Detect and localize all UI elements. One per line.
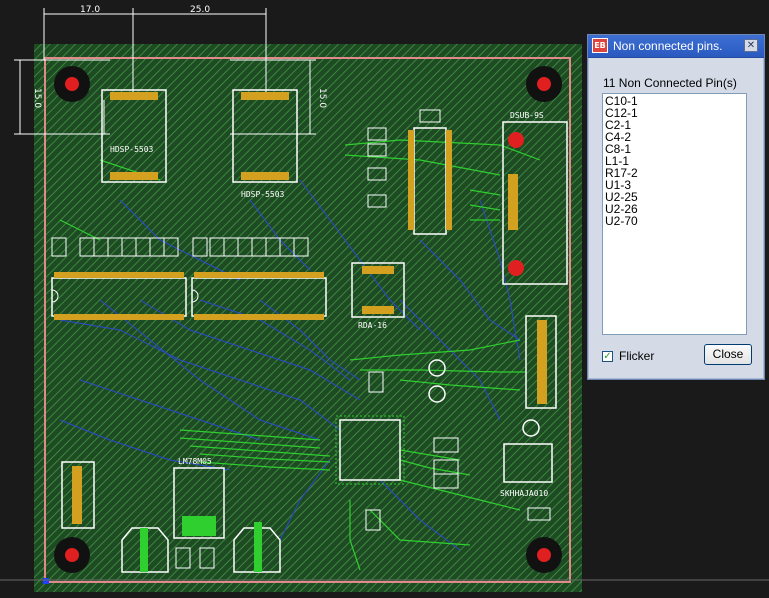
board-outline: [44, 57, 571, 583]
tactile-switch: [503, 443, 553, 483]
pin-list-item[interactable]: C12-1: [605, 106, 638, 120]
checkbox-check-icon[interactable]: ✓: [602, 350, 613, 362]
display-left: [101, 89, 167, 183]
label-hdsp-left: HDSP-5503: [110, 145, 154, 154]
blue-traces: [59, 179, 521, 551]
dialog-titlebar[interactable]: EB Non connected pins. ✕: [588, 35, 764, 58]
pin-list-item[interactable]: C4-2: [605, 130, 632, 144]
pin-list-item[interactable]: C2-1: [605, 118, 632, 132]
voltage-regulator: [173, 467, 225, 539]
dip-ic-center: [408, 127, 452, 235]
dimension-lines: [14, 8, 316, 135]
electrolytic-capacitors: [121, 527, 281, 573]
flicker-checkbox[interactable]: ✓ Flicker: [602, 348, 654, 364]
label-switch: SKHHAJA010: [500, 489, 548, 498]
display-right: [232, 89, 298, 183]
pin-list-item[interactable]: C8-1: [605, 142, 632, 156]
close-button[interactable]: Close: [704, 344, 752, 365]
pin-header-right: [525, 315, 557, 409]
pin-list-item[interactable]: L1-1: [605, 154, 630, 168]
label-hdsp-right: HDSP-5503: [241, 190, 285, 199]
mounting-holes: [54, 66, 562, 573]
pin-list-item[interactable]: U2-70: [605, 214, 638, 228]
pin-list-item[interactable]: R17-2: [605, 166, 638, 180]
dsub-connector: [502, 121, 568, 285]
dip-ic-right: [191, 272, 327, 320]
label-dsub: DSUB-9S: [510, 111, 544, 120]
test-points: [428, 359, 540, 437]
resistor-row-left: [51, 237, 179, 257]
small-components: [175, 109, 551, 569]
dimension-15-left: 15.0: [32, 88, 42, 108]
pin-header-left: [61, 461, 95, 529]
non-connected-summary: 11 Non Connected Pin(s): [603, 76, 737, 90]
label-regulator: LM78M05: [178, 457, 212, 466]
dimension-15-right: 15.0: [317, 88, 327, 108]
capacitor-leads: [140, 522, 262, 572]
resistor-row-right: [192, 237, 309, 257]
app-logo-icon: EB: [592, 38, 608, 53]
pin-list-item[interactable]: C10-1: [605, 94, 638, 108]
pin-list-item[interactable]: U2-25: [605, 190, 638, 204]
dialog-title: Non connected pins.: [613, 39, 723, 53]
dip-ic-left: [51, 272, 187, 320]
dimension-25: 25.0: [190, 5, 210, 15]
flicker-label: Flicker: [619, 349, 655, 363]
qfp-mcu: [335, 415, 405, 485]
non-connected-pins-dialog[interactable]: EB Non connected pins. ✕ 11 Non Connecte…: [587, 34, 765, 380]
pin-list-item[interactable]: U2-26: [605, 202, 638, 216]
origin-marker: [43, 578, 49, 584]
close-icon[interactable]: ✕: [744, 39, 758, 52]
dimension-17: 17.0: [80, 5, 100, 15]
rda-component: [351, 262, 405, 318]
pin-list-item[interactable]: U1-3: [605, 178, 632, 192]
label-rda: RDA-16: [358, 321, 387, 330]
